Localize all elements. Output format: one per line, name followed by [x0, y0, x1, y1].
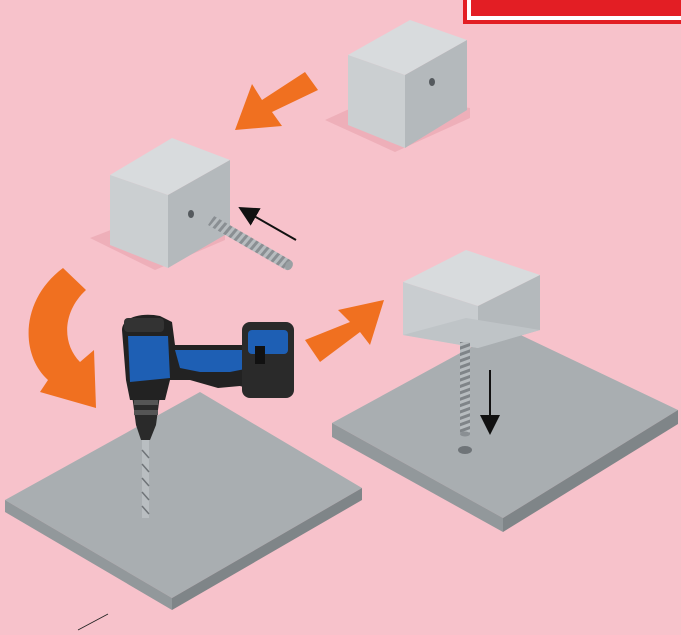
drill-chuck [132, 395, 160, 440]
block-left-face [348, 55, 405, 148]
block-hole [188, 210, 194, 218]
block-bottom-face [403, 318, 540, 348]
insert-direction-arrow [238, 207, 297, 241]
block-right-face [168, 160, 230, 268]
drill-bit [142, 440, 149, 518]
block-right-face [405, 40, 467, 148]
arrow-icon [235, 72, 318, 130]
slab-top-face [332, 328, 678, 518]
block-hole [429, 78, 435, 86]
brand-logo-fill [471, 0, 681, 16]
slab-front-face [332, 423, 503, 532]
concrete-block-middle [90, 138, 297, 271]
concrete-block-top-right [325, 20, 470, 152]
rebar-icon [208, 216, 293, 271]
rebar-icon [460, 342, 470, 437]
block-top-face [348, 20, 467, 75]
slab-right-face [503, 410, 678, 532]
slab-icon [5, 392, 362, 610]
slab-right-face [172, 488, 362, 610]
block-top-face [110, 138, 230, 195]
curved-arrow-icon [28, 268, 96, 408]
slab-icon [332, 328, 678, 532]
block-left-face [110, 175, 168, 268]
drill-icon [122, 314, 294, 518]
slab-hole [458, 446, 472, 454]
decorative-stroke [77, 613, 109, 631]
slab-top-face [5, 392, 362, 598]
arrow-icon [305, 300, 384, 362]
block-top-face [403, 250, 540, 306]
brand-logo [463, 0, 681, 24]
concrete-block-right [403, 250, 540, 348]
slab-front-face [5, 500, 172, 610]
